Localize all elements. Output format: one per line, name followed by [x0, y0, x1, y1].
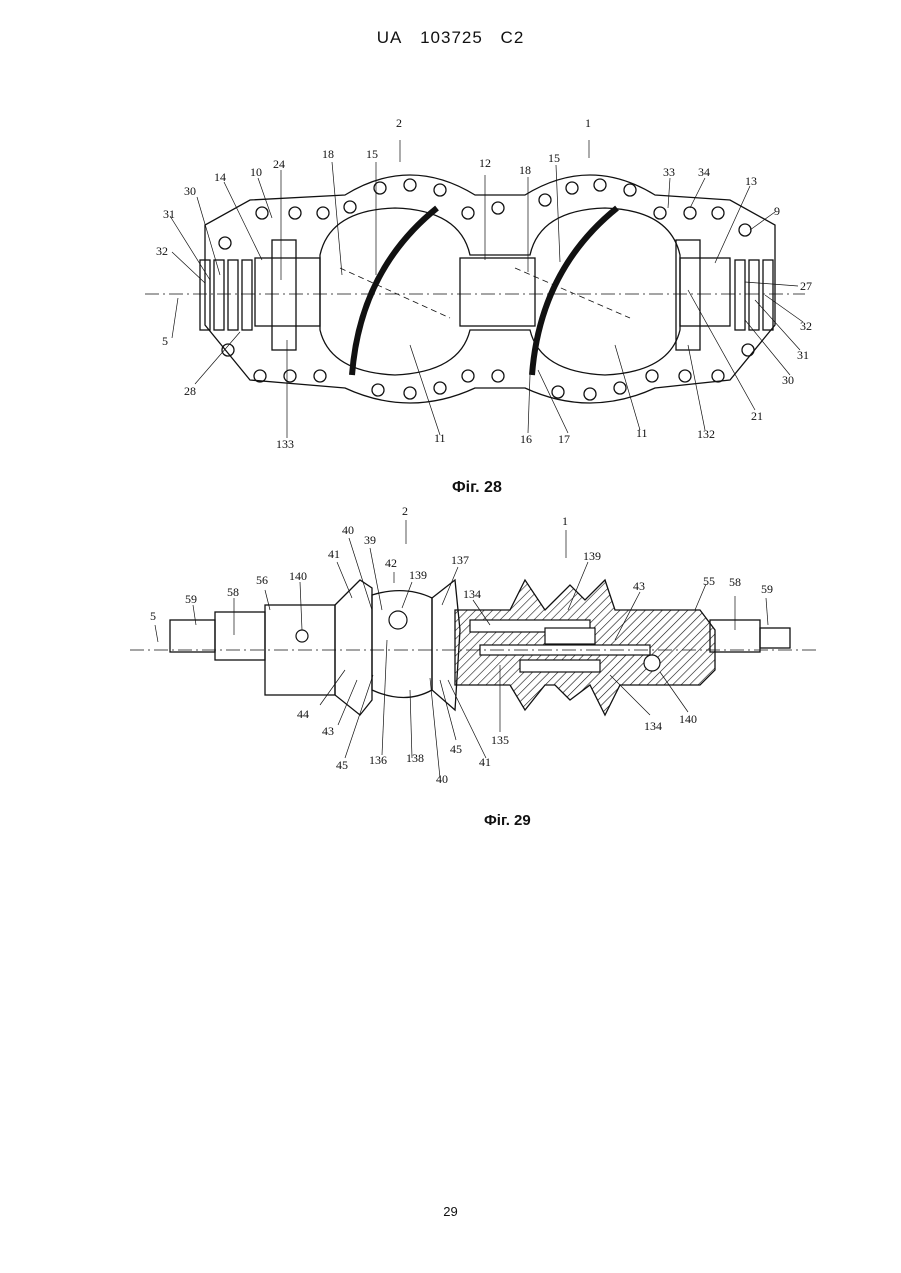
header-country: UA [377, 28, 403, 47]
fig29-label-41a: 41 [328, 547, 340, 561]
fig28-label-10: 10 [250, 165, 262, 179]
fig29-label-55: 55 [703, 574, 715, 588]
fig28-label-11b: 11 [636, 426, 648, 440]
fig28-label-5: 5 [162, 334, 168, 348]
fig29-label-139a: 139 [409, 568, 427, 582]
fig29-label-1: 1 [562, 514, 568, 528]
fig29-label-58a: 58 [227, 585, 239, 599]
fig29-label-45b: 45 [450, 742, 462, 756]
fig29-label-137: 137 [451, 553, 469, 567]
fig28-label-28: 28 [184, 384, 196, 398]
fig28-label-2: 2 [396, 116, 402, 130]
fig29-label-140a: 140 [289, 569, 307, 583]
fig28-label-33: 33 [663, 165, 675, 179]
fig29-label-43b: 43 [322, 724, 334, 738]
fig29-label-134b: 134 [644, 719, 662, 733]
fig28-label-18a: 18 [322, 147, 334, 161]
figure-28-drawing: 2 1 18 15 12 18 15 24 14 10 30 31 32 5 2… [0, 100, 901, 460]
fig28-label-15b: 15 [548, 151, 560, 165]
fig28-label-31a: 31 [163, 207, 175, 221]
patent-header: UA 103725 C2 [0, 28, 901, 48]
fig28-label-133: 133 [276, 437, 294, 451]
fig29-label-136: 136 [369, 753, 387, 767]
fig29-label-140b: 140 [679, 712, 697, 726]
figure-29-caption: Фіг. 29 [484, 812, 531, 829]
fig28-label-34: 34 [698, 165, 710, 179]
fig28-label-11a: 11 [434, 431, 446, 445]
header-kind: C2 [501, 28, 525, 47]
header-number: 103725 [420, 28, 483, 47]
fig28-label-132: 132 [697, 427, 715, 441]
fig29-label-56: 56 [256, 573, 268, 587]
fig28-label-24: 24 [273, 157, 285, 171]
fig29-label-42: 42 [385, 556, 397, 570]
fig28-label-30a: 30 [184, 184, 196, 198]
fig29-label-39: 39 [364, 533, 376, 547]
fig28-label-32a: 32 [156, 244, 168, 258]
fig28-label-14: 14 [214, 170, 226, 184]
fig29-label-40a: 40 [342, 523, 354, 537]
fig28-label-27: 27 [800, 279, 812, 293]
fig29-label-44: 44 [297, 707, 309, 721]
figure-29-drawing: 2 1 40 39 42 139 137 41 56 140 58 59 5 1… [0, 500, 901, 810]
fig28-label-15a: 15 [366, 147, 378, 161]
fig28-label-21: 21 [751, 409, 763, 423]
figure-28-caption: Фіг. 28 [452, 479, 502, 497]
fig29-label-58b: 58 [729, 575, 741, 589]
fig29-label-59b: 59 [761, 582, 773, 596]
fig28-label-31b: 31 [797, 348, 809, 362]
fig29-label-5: 5 [150, 609, 156, 623]
fig29-label-40b: 40 [436, 772, 448, 786]
fig29-label-45a: 45 [336, 758, 348, 772]
fig28-label-30b: 30 [782, 373, 794, 387]
fig29-label-139b: 139 [583, 549, 601, 563]
fig28-label-16: 16 [520, 432, 532, 446]
fig28-label-12: 12 [479, 156, 491, 170]
fig29-label-43a: 43 [633, 579, 645, 593]
fig28-label-9: 9 [774, 204, 780, 218]
fig29-label-134a: 134 [463, 587, 481, 601]
fig29-label-135: 135 [491, 733, 509, 747]
fig29-label-41b: 41 [479, 755, 491, 769]
fig28-label-17: 17 [558, 432, 570, 446]
fig28-label-13: 13 [745, 174, 757, 188]
fig28-label-18b: 18 [519, 163, 531, 177]
fig29-label-138: 138 [406, 751, 424, 765]
fig29-label-2: 2 [402, 504, 408, 518]
fig29-label-59a: 59 [185, 592, 197, 606]
fig28-label-1: 1 [585, 116, 591, 130]
page-number: 29 [0, 1204, 901, 1219]
fig28-label-32b: 32 [800, 319, 812, 333]
